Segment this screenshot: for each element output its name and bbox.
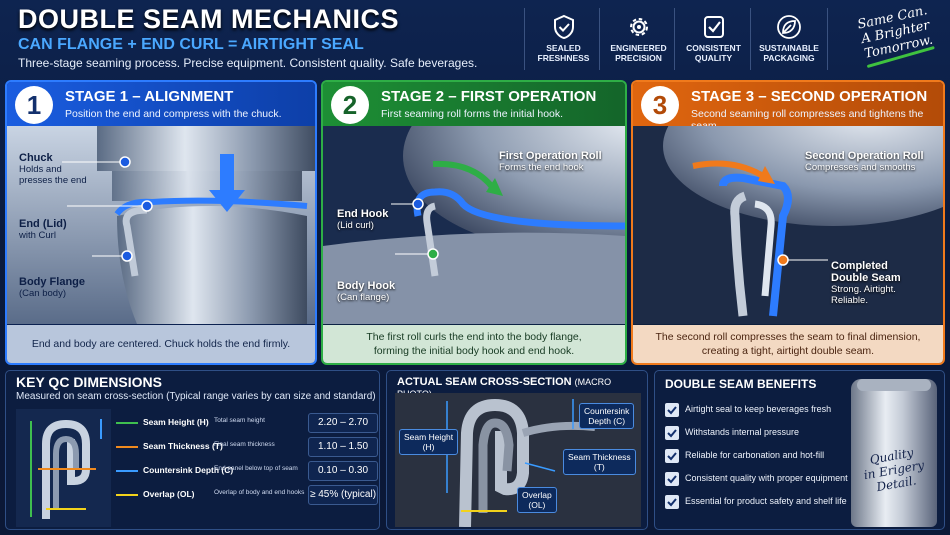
qc-row-seam-thickness: Seam Thickness (T) Final seam thickness … (116, 437, 378, 470)
stage-1-number: 1 (15, 86, 53, 124)
shield-check-icon (553, 14, 574, 40)
benefit-item: Withstands internal pressure (665, 424, 855, 444)
benefit-item: Consistent quality with proper equipment (665, 470, 855, 490)
benefits-panel: DOUBLE SEAM BENEFITS Airtight seal to ke… (654, 370, 945, 530)
cross-section-panel: ACTUAL SEAM CROSS-SECTION (MACRO PHOTO) … (386, 370, 648, 530)
benefit-item: Reliable for carbonation and hot-fill (665, 447, 855, 467)
seam-thickness-arrow (116, 446, 138, 448)
stage-2-panel: 2 STAGE 2 – FIRST OPERATION First seamin… (321, 80, 627, 365)
page-title: DOUBLE SEAM MECHANICS (18, 4, 400, 34)
qc-value-seam-thickness: 1.10 – 1.50 mm (308, 437, 378, 470)
stage-1-title: STAGE 1 – ALIGNMENT (65, 88, 234, 105)
slogan: Same Can. A Brighter Tomorrow. (842, 0, 950, 69)
stage-3-number: 3 (641, 86, 679, 124)
benefit-item: Essential for product safety and shelf l… (665, 493, 855, 513)
seam-diagram (16, 409, 111, 527)
label-body-hook: Body Hook(Can flange) (337, 280, 396, 303)
page-subtitle: CAN FLANGE + END CURL = AIRTIGHT SEAL (18, 36, 364, 53)
stage-2-desc: First seaming roll forms the initial hoo… (381, 108, 564, 120)
qc-value-countersink-depth: 0.10 – 0.30 mm (308, 461, 378, 494)
xsec-label-seam-height: Seam Height(H) (399, 429, 459, 455)
stage-3-footer: The second roll compresses the seam to f… (633, 325, 943, 363)
qc-title: KEY QC DIMENSIONS (16, 374, 162, 390)
xsec-label-seam-thickness: Seam Thickness(T) (563, 449, 636, 475)
stage-2-header: 2 STAGE 2 – FIRST OPERATION First seamin… (323, 82, 625, 126)
checkbox-icon (665, 495, 679, 509)
checkbox-icon (665, 426, 679, 440)
stage-3-panel: 3 STAGE 3 – SECOND OPERATION Second seam… (631, 80, 945, 365)
countersink-depth-arrow (116, 470, 138, 472)
benefits-title: DOUBLE SEAM BENEFITS (665, 377, 817, 391)
label-body-flange: Body Flange(Can body) (19, 276, 86, 299)
leaf-icon (777, 15, 801, 39)
stage-2-footer: The first roll curls the end into the bo… (323, 325, 625, 363)
stage-3-title: STAGE 3 – SECOND OPERATION (691, 88, 928, 105)
qc-subtitle: Measured on seam cross-section (Typical … (16, 391, 376, 402)
stage-2-number: 2 (331, 86, 369, 124)
qc-value-overlap: ≥ 45% (typical) (308, 485, 378, 505)
qc-value-seam-height: 2.20 – 2.70 mm (308, 413, 378, 446)
overlap-arrow (116, 494, 138, 496)
stage-3-header: 3 STAGE 3 – SECOND OPERATION Second seam… (633, 82, 943, 132)
label-end-hook: End Hook(Lid curl) (337, 208, 389, 231)
checkbox-icon (665, 449, 679, 463)
xsec-label-overlap: Overlap(OL) (517, 487, 557, 513)
tagline: Three-stage seaming process. Precise equ… (18, 56, 478, 70)
label-end-lid: End (Lid)with Curl (19, 218, 67, 241)
stage-1-header: 1 STAGE 1 – ALIGNMENT Position the end a… (7, 82, 315, 126)
qc-row-overlap: Overlap (OL) Overlap of body and end hoo… (116, 485, 378, 506)
can-lid (857, 379, 931, 391)
seam-height-arrow (116, 422, 138, 424)
gear-icon (629, 18, 648, 36)
stage-1-desc: Position the end and compress with the c… (65, 108, 282, 120)
stage-2-title: STAGE 2 – FIRST OPERATION (381, 88, 597, 105)
stage-1-panel: 1 STAGE 1 – ALIGNMENT Position the end a… (5, 80, 317, 365)
stage-1-footer: End and body are centered. Chuck holds t… (7, 325, 315, 363)
checkbox-icon (665, 472, 679, 486)
benefit-item: Airtight seal to keep beverages fresh (665, 401, 855, 421)
qc-row-countersink-depth: Countersink Depth (C) End panel below to… (116, 461, 378, 494)
checkbox-icon (665, 403, 679, 417)
qc-dimensions-panel: KEY QC DIMENSIONS Measured on seam cross… (5, 370, 380, 530)
check-badge-icon (703, 16, 724, 38)
qc-row-seam-height: Seam Height (H) Total seam height 2.20 –… (116, 413, 378, 446)
